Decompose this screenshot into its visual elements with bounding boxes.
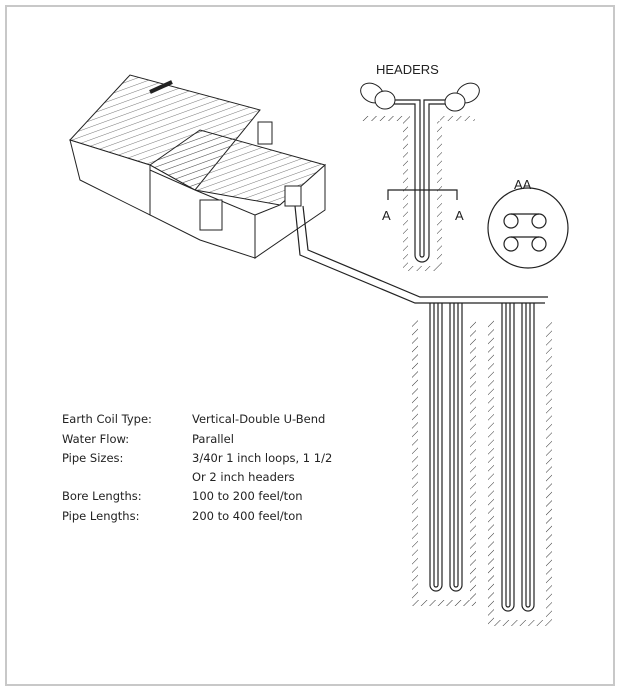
supply-pipe bbox=[294, 205, 548, 304]
header-detail: HEADERS A A bbox=[360, 62, 480, 271]
spec-value: Parallel bbox=[192, 432, 234, 446]
cross-section-aa: AA bbox=[487, 177, 569, 269]
headers-label: HEADERS bbox=[376, 62, 439, 77]
section-label-left: A bbox=[382, 208, 391, 223]
spec-value: 3/40r 1 inch loops, 1 1/2 bbox=[192, 451, 332, 465]
spec-value: 200 to 400 feel/ton bbox=[192, 509, 303, 523]
specs-list: Earth Coil Type: Vertical-Double U-Bend … bbox=[62, 412, 332, 523]
spec-label: Earth Coil Type: bbox=[62, 412, 152, 426]
house-illustration bbox=[69, 74, 327, 259]
spec-value: Or 2 inch headers bbox=[192, 470, 295, 484]
section-label-right: A bbox=[455, 208, 464, 223]
bore-right bbox=[488, 303, 552, 626]
spec-label: Bore Lengths: bbox=[62, 489, 142, 503]
spec-label: Water Flow: bbox=[62, 432, 129, 446]
spec-label: Pipe Sizes: bbox=[62, 451, 123, 465]
frame bbox=[5, 5, 615, 686]
spec-value: 100 to 200 feel/ton bbox=[192, 489, 303, 503]
bore-left bbox=[412, 303, 476, 606]
spec-label: Pipe Lengths: bbox=[62, 509, 139, 523]
heat-pump-box bbox=[284, 185, 302, 207]
spec-value: Vertical-Double U-Bend bbox=[192, 412, 325, 426]
